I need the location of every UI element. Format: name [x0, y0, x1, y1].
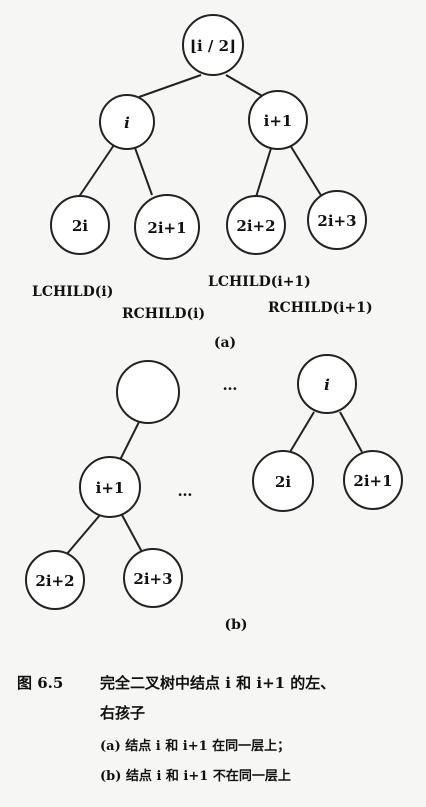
c4-label: 2i+3 [133, 570, 172, 588]
lchild-i-label: LCHILD(i) [32, 284, 113, 300]
caption-note-b: (b) 结点 i 和 i+1 不在同一层上 [100, 768, 291, 784]
edge-root-i [138, 74, 202, 98]
root-label: ⌊i / 2⌋ [190, 37, 236, 55]
c1-label: 2i [72, 217, 88, 235]
edge-i-2i1 [133, 144, 153, 196]
node-i [297, 354, 357, 414]
node-i [99, 94, 155, 150]
edge-i1-2i3 [121, 514, 143, 553]
caption-title-line1: 完全二叉树中结点 i 和 i+1 的左、 [100, 674, 335, 692]
child-annotations: LCHILD(i) RCHILD(i) LCHILD(i+1) RCHILD(i… [32, 274, 373, 322]
node-2i [50, 195, 110, 255]
c2-label: 2i+1 [353, 472, 392, 490]
diagram-b-labels: … … i+1 2i+2 2i+3 i 2i 2i+1 [35, 376, 392, 590]
node-i-plus-1 [79, 456, 141, 518]
lchild-i1-label: LCHILD(i+1) [208, 274, 311, 290]
node-2i-plus-1 [134, 194, 200, 260]
node-2i-plus-2 [226, 195, 286, 255]
edge-i1-2i2 [65, 514, 101, 556]
edge-i-2i1 [339, 411, 363, 453]
node-2i [252, 450, 314, 512]
c4-label: 2i+3 [317, 212, 356, 230]
rchild-i1-label: RCHILD(i+1) [268, 300, 373, 316]
c3-label: 2i+2 [35, 572, 74, 590]
c3-label: 2i+2 [236, 217, 275, 235]
caption: 图 6.5 完全二叉树中结点 i 和 i+1 的左、 右孩子 (a) 结点 i … [17, 674, 335, 784]
i-label: i [124, 114, 130, 132]
subtitle-b: (b) [224, 617, 247, 633]
node-2i-plus-2 [25, 550, 85, 610]
rchild-i-label: RCHILD(i) [122, 306, 205, 322]
node-parent-empty [116, 360, 180, 424]
node-i-plus-1 [248, 90, 308, 150]
caption-note-a: (a) 结点 i 和 i+1 在同一层上； [100, 738, 290, 754]
diagram-b [25, 354, 403, 610]
edge-parent-i1 [119, 419, 141, 461]
i-label: i [324, 376, 330, 394]
ellipsis-top: … [223, 376, 238, 394]
i1-label: i+1 [96, 479, 125, 497]
c1-label: 2i [275, 473, 291, 491]
node-root [182, 14, 244, 76]
edge-root-i1 [225, 74, 265, 98]
edge-i-2i [289, 411, 315, 453]
node-2i-plus-3 [307, 190, 367, 250]
diagram-a-labels: ⌊i / 2⌋ i i+1 2i 2i+1 2i+2 2i+3 [72, 37, 357, 237]
c2-label: 2i+1 [147, 219, 186, 237]
figure-number: 图 6.5 [17, 674, 63, 692]
ellipsis-mid: … [178, 482, 193, 500]
subtitle-a: (a) [214, 335, 236, 351]
edge-i1-2i2 [255, 144, 273, 198]
i1-label: i+1 [264, 112, 293, 130]
caption-title-line2: 右孩子 [100, 704, 145, 722]
diagram-a [50, 14, 367, 260]
edge-i1-2i3 [289, 144, 323, 198]
node-2i-plus-3 [123, 548, 183, 608]
node-2i-plus-1 [343, 450, 403, 510]
